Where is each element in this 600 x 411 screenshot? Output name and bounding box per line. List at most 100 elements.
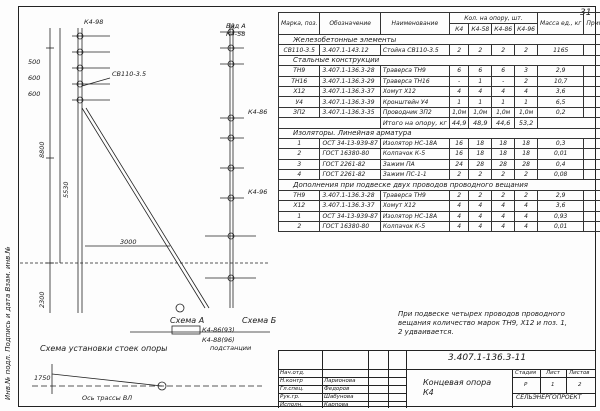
- doc-name: Концевая опора К4: [423, 378, 492, 397]
- cell-q-2: -: [491, 75, 516, 87]
- dim-total: 8800: [38, 141, 46, 158]
- total-value: 44,9: [448, 117, 470, 129]
- dim-mid: 5530: [62, 181, 70, 198]
- cell-note: [583, 85, 600, 98]
- cell-name: Колпачок К-5: [379, 148, 450, 160]
- cell-mark: 2: [277, 221, 321, 233]
- cell-name: Зажим ПА: [379, 158, 450, 171]
- cell-mark: 1: [277, 210, 321, 223]
- cell-q-0: 1: [448, 96, 470, 108]
- cell-des: 3.407.1-136.3-29: [319, 75, 381, 87]
- total-value: 53,2: [514, 117, 539, 129]
- cell-mass: 0,08: [537, 169, 585, 181]
- section-header: Изоляторы. Линейная арматура: [277, 127, 600, 139]
- cell-q-0: 4: [448, 221, 470, 233]
- cell-q-2: 4: [491, 85, 516, 98]
- cell-q-0: 1,0м: [448, 106, 470, 119]
- cell-q-1: 6: [468, 65, 493, 77]
- cell-q-1: 4: [468, 85, 493, 98]
- cell-q-3: 3: [514, 65, 539, 77]
- cell-q-2: 6: [491, 65, 516, 77]
- cell-mass: 3,6: [537, 85, 585, 98]
- dim-bottom: 1750: [34, 374, 51, 382]
- cell-des: ГОСТ 16380-80: [319, 148, 381, 160]
- cell-q-1: 1,0м: [468, 106, 493, 119]
- cell-q-0: 24: [448, 158, 470, 171]
- cell-name: Колпачок К-5: [379, 221, 450, 233]
- sig-name-2: Ларионова: [324, 378, 356, 384]
- cell-q-3: 18: [514, 148, 539, 160]
- cell-des: 3.407.1-143.12: [319, 44, 381, 56]
- total-label: Итого на опору, кг: [379, 117, 450, 129]
- total-value: 48,9: [468, 117, 493, 129]
- dim-top-1: 500: [28, 58, 41, 66]
- cell-mark: 2: [277, 148, 321, 160]
- cell-q-3: 4: [514, 200, 539, 212]
- col-mark: Марка, поз.: [277, 12, 321, 35]
- strut-pole: [81, 107, 206, 309]
- caption-axis: Ось трассы ВЛ: [82, 394, 133, 402]
- cell-note: [583, 221, 600, 233]
- sheets-label: Листов: [569, 370, 590, 376]
- cell-q-0: 2: [448, 44, 470, 56]
- cell-name: Траверса ТН9: [379, 189, 450, 202]
- view-a-scale: К4-58: [226, 30, 246, 38]
- axis-scheme-svg: [32, 364, 262, 394]
- cell-q-2: 28: [491, 158, 516, 171]
- cell-q-0: -: [448, 75, 470, 87]
- col-name: Наименование: [379, 12, 450, 35]
- cell-q-0: 6: [448, 65, 470, 77]
- cell-q-1: 1: [468, 75, 493, 87]
- cell-q-3: 2: [514, 44, 539, 56]
- k4-bottom-label-2: К4-88(96): [202, 336, 235, 344]
- k4-bottom-label: К4-86(93): [202, 326, 235, 334]
- sig-name-5: Карпова: [324, 402, 349, 408]
- cell-mass: 0,2: [537, 106, 585, 119]
- scheme-b-label: Схема Б: [242, 316, 277, 325]
- cell-q-1: 2: [468, 189, 493, 202]
- section-title: Стальные конструкции: [277, 54, 600, 67]
- along-label: подстанции: [210, 344, 252, 352]
- col-qty-k4-58: К4-58: [468, 23, 493, 35]
- cell-des: ОСТ 34-13-939-87: [319, 210, 381, 223]
- cell-q-3: 1,0м: [514, 106, 539, 119]
- stage-label: Стадия: [515, 370, 537, 376]
- cell-note: [583, 200, 600, 212]
- cell-note: [583, 96, 600, 108]
- cell-mass: 0,01: [537, 221, 585, 233]
- cell-name: Зажим ПС-1-1: [379, 169, 450, 181]
- cell-mass: 0,3: [537, 137, 585, 150]
- pole-drawing-svg: [20, 23, 270, 335]
- cell-q-1: 18: [468, 148, 493, 160]
- cell-q-1: 18: [468, 137, 493, 150]
- col-qty-k4-96: К4-96: [514, 23, 539, 35]
- section-title: Изоляторы. Линейная арматура: [277, 127, 600, 139]
- pole-drawing: Вид А К4-58 СВ110-3.5 К4-98 К4-86 К4-96 …: [20, 8, 276, 344]
- sheet-label: Лист: [546, 370, 560, 376]
- cell-mass: 3,6: [537, 200, 585, 212]
- cell-note: [583, 169, 600, 181]
- cell-mark: Х12: [277, 200, 321, 212]
- cell-q-2: 4: [491, 221, 516, 233]
- cell-mass: 0,93: [537, 210, 585, 223]
- sig-role-1: Нач.отд.: [280, 370, 305, 376]
- cell-mass: 1165: [537, 44, 585, 56]
- cell-mark: ТН16: [277, 75, 321, 87]
- cell-name: Траверса ТН9: [379, 65, 450, 77]
- cell-name: Хомут Х12: [379, 200, 450, 212]
- total-empty: [537, 117, 600, 129]
- cell-note: [583, 158, 600, 171]
- cell-q-3: 28: [514, 158, 539, 171]
- cell-q-0: 16: [448, 137, 470, 150]
- cell-q-0: 4: [448, 85, 470, 98]
- cell-des: ГОСТ 2261-82: [319, 158, 381, 171]
